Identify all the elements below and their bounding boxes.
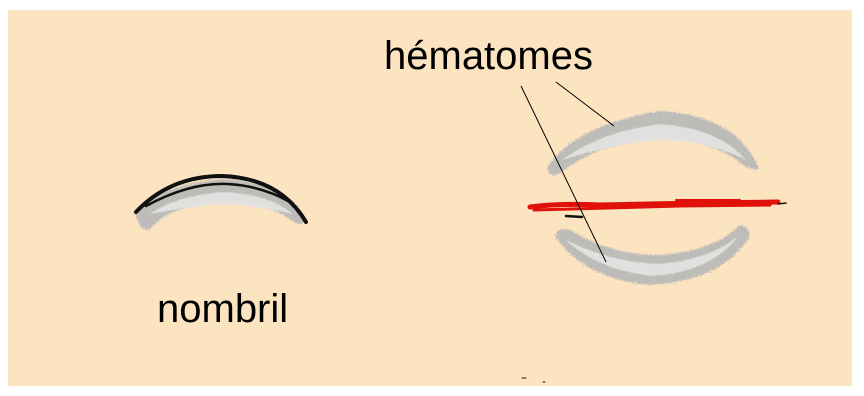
navel-label: nombril xyxy=(157,289,288,329)
hematomes-label: hématomes xyxy=(384,36,593,76)
lower-hematoma xyxy=(556,226,748,284)
navel-bruise xyxy=(136,180,305,229)
upper-hematoma xyxy=(548,112,758,174)
stray-marks xyxy=(522,378,545,382)
incision-line xyxy=(530,200,786,217)
